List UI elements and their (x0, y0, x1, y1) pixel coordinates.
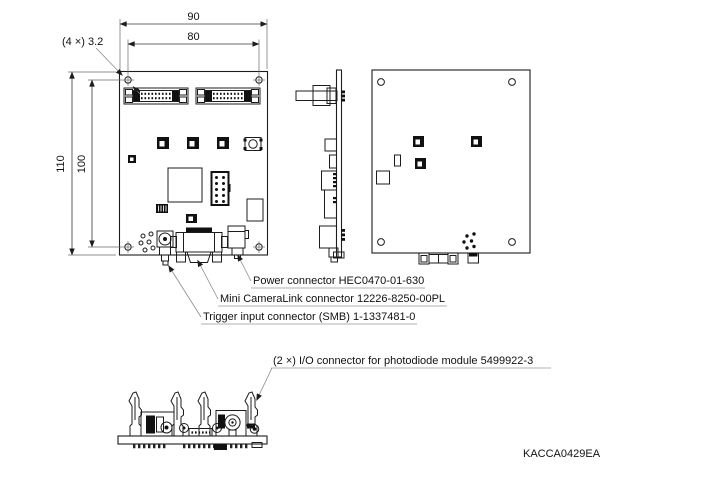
power-connector-label: Power connector HEC0470-01-630 (253, 275, 424, 287)
mounting-hole (377, 78, 385, 86)
document-number: KACCA0429EA (523, 448, 601, 460)
component-side (324, 138, 337, 152)
power-connector-back (467, 252, 479, 264)
main-chip (167, 167, 203, 203)
io-latch-arm (197, 391, 211, 437)
mounting-hole (508, 78, 516, 86)
camera-link-leader (197, 259, 219, 300)
smd-component-small (128, 155, 136, 163)
component-outline (376, 170, 390, 185)
power-connector-side (319, 225, 345, 263)
smd-component (157, 137, 169, 149)
board-foot (333, 251, 345, 259)
bottom-pins (133, 442, 263, 450)
mounting-hole-bottom-right (253, 241, 265, 253)
io-connector-side (295, 85, 345, 106)
hole-note-leader (132, 86, 141, 95)
component-side (329, 154, 337, 169)
smd-component (186, 214, 197, 223)
mounting-hole-top-left (122, 74, 134, 86)
dim-text-board-height: 110 (55, 155, 67, 173)
test-points (138, 231, 156, 253)
io-connector-left (123, 87, 189, 105)
io-leader (256, 367, 273, 401)
camera-link-bottom (188, 428, 213, 437)
dim-text-hole-pitch-height: 100 (76, 155, 88, 173)
callouts: Power connector HEC0470-01-630 Mini Came… (168, 254, 551, 401)
component-outline (246, 198, 264, 222)
screw-post-center (182, 426, 186, 430)
component-outline (394, 154, 401, 167)
oscillator-component (243, 137, 263, 151)
dimensions: 90 80 110 100 (4 ×) 3.2 (55, 11, 268, 256)
solder-pads (462, 232, 476, 250)
smd-component (415, 158, 426, 169)
hole-note-text: (4 ×) 3.2 (62, 36, 103, 48)
io-module-right (215, 410, 247, 437)
dim-text-board-width: 90 (187, 11, 199, 23)
trigger-leader (168, 265, 202, 318)
io-latch-arm (128, 391, 142, 437)
mounting-hole-top-right (253, 74, 265, 86)
mounting-hole (377, 238, 385, 246)
io-connector-right (195, 87, 261, 105)
smd-component (471, 136, 482, 147)
camera-link-side (321, 170, 337, 219)
io-connector-label: (2 ×) I/O connector for photodiode modul… (273, 355, 533, 367)
front-view (118, 70, 269, 266)
side-view (295, 69, 345, 263)
trigger-connector-label: Trigger input connector (SMB) 1-1337481-… (203, 311, 415, 323)
io-latch-arm (170, 391, 184, 437)
back-view (371, 69, 531, 265)
board-outline-back (371, 69, 531, 254)
mounting-hole (508, 238, 516, 246)
hole-note-leader (95, 47, 123, 76)
bottom-view (117, 391, 268, 450)
pin-header (210, 171, 231, 206)
camera-link-back (418, 252, 459, 265)
smd-component (217, 137, 229, 149)
board-outline-front (118, 70, 269, 256)
power-leader (237, 254, 252, 282)
smd-component (413, 136, 424, 147)
io-module-left (140, 411, 175, 437)
mounting-hole-bottom-left (122, 241, 134, 253)
camera-link-connector-label: Mini CameraLink connector 12226-8250-00P… (220, 293, 445, 305)
smd-component (187, 137, 199, 149)
ic-component (156, 204, 168, 213)
smb-bottom (247, 423, 260, 434)
board-edge-bottom (117, 435, 268, 445)
dim-text-hole-pitch-width: 80 (187, 31, 199, 43)
camera-link-connector (170, 227, 228, 263)
